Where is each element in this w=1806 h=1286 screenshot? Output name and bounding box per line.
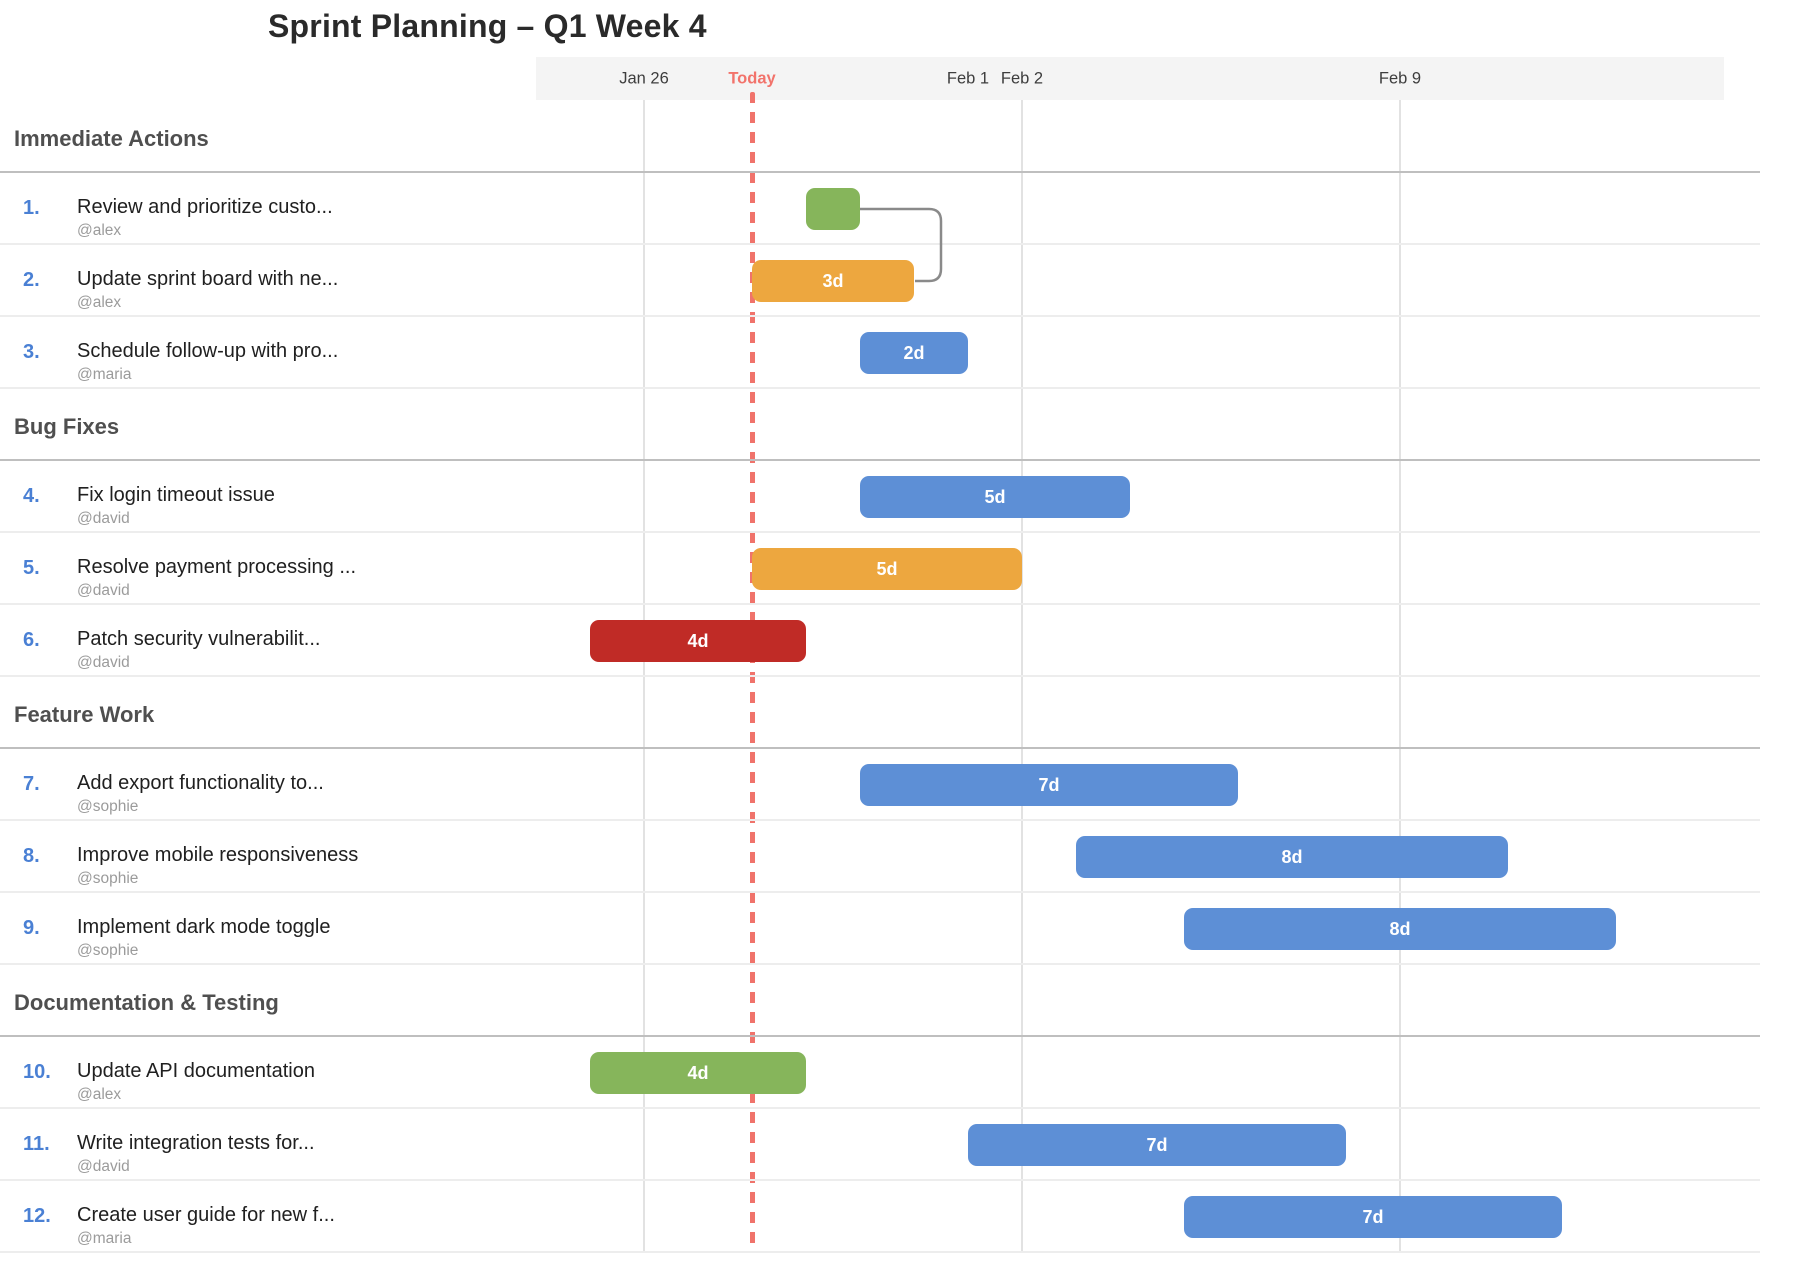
task-assignee: @sophie [77,798,139,815]
task-bar[interactable]: 7d [968,1124,1346,1166]
task-assignee: @david [77,582,130,599]
chart-title: Sprint Planning – Q1 Week 4 [268,8,707,44]
task-row[interactable]: 3. Schedule follow-up with pro... @maria [0,317,1760,389]
task-bar[interactable]: 5d [860,476,1130,518]
task-number: 11. [23,1133,50,1155]
task-bar-duration: 4d [687,630,709,651]
task-row[interactable]: 7. Add export functionality to... @sophie [0,749,1760,821]
task-number: 8. [23,845,40,867]
task-assignee: @david [77,1158,130,1175]
task-assignee: @alex [77,1086,122,1103]
task-row[interactable]: 8. Improve mobile responsiveness @sophie [0,821,1760,893]
task-bar-duration: 4d [687,1062,709,1083]
task-name: Write integration tests for... [77,1132,315,1154]
task-name: Add export functionality to... [77,772,324,794]
task-number: 7. [23,773,40,795]
date-label-jan-26: Jan 26 [619,69,669,87]
task-number: 5. [23,557,40,579]
task-bar-duration: 8d [1281,846,1303,867]
section-title: Immediate Actions [14,126,209,151]
section-row: Bug Fixes [0,389,1760,461]
task-number: 12. [23,1205,51,1227]
task-bar[interactable]: 4d [590,1052,806,1094]
section-title: Documentation & Testing [14,990,279,1015]
task-bar-duration: 3d [822,270,844,291]
task-bar[interactable]: 7d [860,764,1238,806]
task-assignee: @david [77,510,130,527]
task-bar-duration: 5d [876,558,898,579]
task-assignee: @sophie [77,870,139,887]
task-row[interactable]: 1. Review and prioritize custo... @alex [0,173,1760,245]
task-name: Review and prioritize custo... [77,196,333,218]
task-bar[interactable]: 8d [1184,908,1616,950]
task-bar-duration: 7d [1362,1206,1384,1227]
task-name: Improve mobile responsiveness [77,844,359,866]
date-label-feb-2: Feb 2 [1000,69,1044,87]
task-number: 4. [23,485,40,507]
task-name: Schedule follow-up with pro... [77,340,339,362]
task-bar[interactable]: 2d [860,332,968,374]
task-assignee: @alex [77,222,122,239]
task-name: Implement dark mode toggle [77,916,331,938]
task-bar[interactable] [806,188,860,230]
today-label: Today [728,69,776,87]
task-bar-duration: 5d [984,486,1006,507]
task-bar[interactable]: 8d [1076,836,1508,878]
section-title: Feature Work [14,702,155,727]
task-name: Update sprint board with ne... [77,268,339,290]
task-row[interactable]: 6. Patch security vulnerabilit... @david [0,605,1760,677]
task-assignee: @maria [77,1230,132,1247]
task-name: Create user guide for new f... [77,1204,335,1226]
task-assignee: @david [77,654,130,671]
task-bar-duration: 2d [903,342,925,363]
task-bar[interactable]: 4d [590,620,806,662]
task-bar-duration: 8d [1389,918,1411,939]
task-number: 9. [23,917,40,939]
task-number: 3. [23,341,40,363]
task-row[interactable]: 2. Update sprint board with ne... @alex [0,245,1760,317]
task-name: Fix login timeout issue [77,484,275,506]
task-number: 2. [23,269,40,291]
task-number: 6. [23,629,40,651]
task-assignee: @alex [77,294,122,311]
date-label-feb-9: Feb 9 [1378,69,1422,87]
task-bar[interactable]: 5d [752,548,1022,590]
task-row[interactable]: 5. Resolve payment processing ... @david [0,533,1760,605]
task-bar-duration: 7d [1038,774,1060,795]
task-bar[interactable]: 7d [1184,1196,1562,1238]
task-row[interactable]: 12. Create user guide for new f... @maria [0,1181,1760,1253]
task-assignee: @maria [77,366,132,383]
task-bar[interactable]: 3d [752,260,914,302]
task-row[interactable]: 10. Update API documentation @alex [0,1037,1760,1109]
today-line [750,92,755,1253]
section-row: Documentation & Testing [0,965,1760,1037]
task-name: Update API documentation [77,1060,315,1082]
timeline-header [536,57,1724,100]
task-bar-duration: 7d [1146,1134,1168,1155]
task-name: Resolve payment processing ... [77,556,357,578]
section-row: Feature Work [0,677,1760,749]
task-row[interactable]: 9. Implement dark mode toggle @sophie [0,893,1760,965]
section-title: Bug Fixes [14,414,120,439]
section-row: Immediate Actions [0,101,1760,173]
task-number: 10. [23,1061,51,1083]
task-row[interactable]: 4. Fix login timeout issue @david [0,461,1760,533]
date-label-feb-1: Feb 1 [946,69,990,87]
task-row[interactable]: 11. Write integration tests for... @david [0,1109,1760,1181]
task-number: 1. [23,197,40,219]
task-name: Patch security vulnerabilit... [77,628,321,650]
task-assignee: @sophie [77,942,139,959]
